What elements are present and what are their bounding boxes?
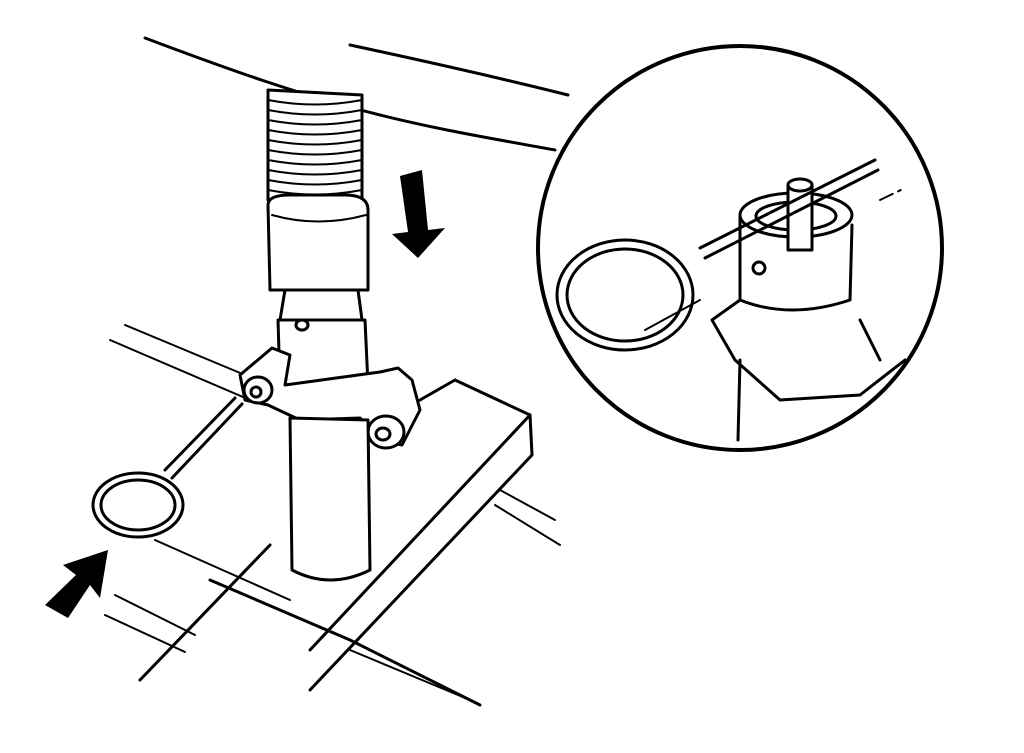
mounting-bracket xyxy=(238,346,422,450)
rail-line-7 xyxy=(499,489,556,521)
rail-line-3 xyxy=(154,539,291,601)
inset-rod-top xyxy=(786,177,814,193)
board-lower-cross xyxy=(208,578,482,707)
pin-shaft-b xyxy=(170,402,244,480)
inset-tube-right xyxy=(858,318,882,362)
collar-ring xyxy=(278,288,364,322)
inset-pin-centerline xyxy=(879,187,906,201)
sleeve-ring xyxy=(271,214,367,223)
strut-cylinder xyxy=(266,193,370,387)
inset-pin-shaft-b xyxy=(703,168,880,260)
hose-ribs xyxy=(267,99,363,206)
hose-rib xyxy=(267,149,363,156)
inset-pin-shaft-a xyxy=(698,158,877,250)
pin-ring-outer xyxy=(91,471,185,539)
housing-upper-edge xyxy=(348,43,570,97)
rail-line-1 xyxy=(109,339,251,401)
rail-line-6 xyxy=(494,504,561,546)
upper-housing xyxy=(143,36,570,152)
hose-rib xyxy=(267,119,363,126)
direction-arrows xyxy=(45,170,445,618)
board-front-edge xyxy=(308,413,532,652)
inset-socket xyxy=(738,213,854,312)
lower-tube xyxy=(288,416,372,582)
hose-rib xyxy=(267,169,363,176)
rail-line-8 xyxy=(349,649,471,701)
rail-line-4 xyxy=(114,594,196,636)
rail-line-2 xyxy=(124,324,246,376)
inset-pin-ring-inner xyxy=(565,247,685,343)
corrugated-hose xyxy=(266,88,364,206)
board-left-edge xyxy=(138,543,272,682)
board-top-edge xyxy=(418,378,457,402)
inset-bracket xyxy=(710,298,907,402)
upper-sleeve xyxy=(266,193,370,292)
arrow-down-icon xyxy=(392,170,445,258)
detail-inset xyxy=(536,44,944,452)
arrow-up-right-icon xyxy=(45,550,108,618)
board-plank xyxy=(104,324,561,707)
housing-lower-edge xyxy=(143,36,557,152)
rail-line-5 xyxy=(104,614,186,653)
pin-hole xyxy=(294,318,310,332)
inset-tube-left xyxy=(736,358,742,442)
hose-rib xyxy=(267,109,363,116)
locking-pin-main xyxy=(91,396,244,539)
inset-pin-ring-outer xyxy=(555,238,695,352)
tube-body xyxy=(288,416,372,582)
hose-rib xyxy=(267,139,363,146)
inset-pin-hole xyxy=(751,260,767,276)
board-right-edge xyxy=(308,378,534,692)
hose-rib xyxy=(267,159,363,166)
hose-rib xyxy=(267,99,363,106)
hose-rib xyxy=(267,179,363,186)
hose-rib xyxy=(267,129,363,136)
bracket-hole-right xyxy=(374,426,392,442)
bracket-hole-left xyxy=(249,385,263,399)
pin-ring-inner xyxy=(99,478,177,532)
pin-shaft-a xyxy=(163,396,237,472)
